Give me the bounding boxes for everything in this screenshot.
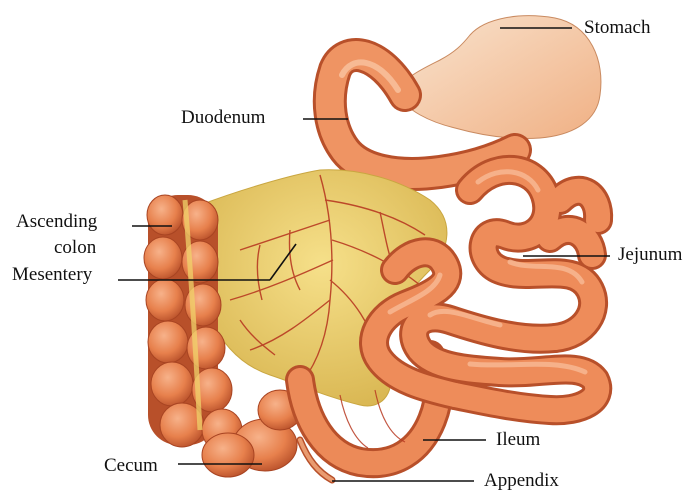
ileum-label: Ileum <box>496 430 540 450</box>
duodenum-label: Duodenum <box>181 108 265 128</box>
ascending-colon-label-line2: colon <box>54 238 96 258</box>
ascending-colon-label-line1: Ascending <box>16 212 97 232</box>
cecum-label: Cecum <box>104 456 158 476</box>
stomach-label: Stomach <box>584 18 651 38</box>
jejunum-label: Jejunum <box>618 245 682 265</box>
appendix-label: Appendix <box>484 471 559 491</box>
stomach-shape <box>400 16 601 139</box>
mesentery-label: Mesentery <box>12 265 92 285</box>
